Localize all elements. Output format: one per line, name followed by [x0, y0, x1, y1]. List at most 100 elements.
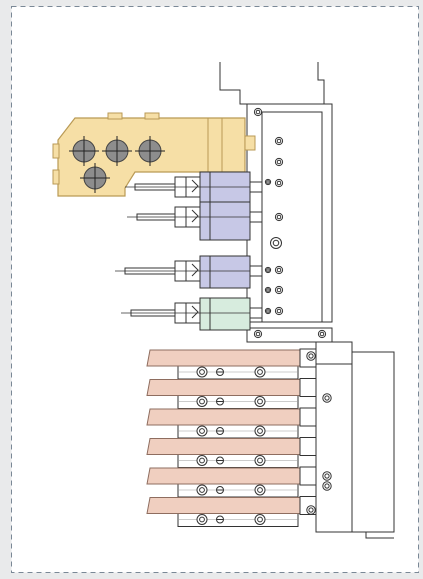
- screw-socket: [266, 288, 270, 292]
- clamp-block: [52, 112, 256, 197]
- tool-holder-hex: [191, 209, 199, 223]
- screw-socket: [272, 239, 280, 247]
- clamp-bolt-hole: [135, 136, 165, 166]
- tool-plate-screw-socket: [257, 428, 263, 434]
- tool-plate-screw-head: [254, 484, 266, 496]
- tool-plate-screw-head: [196, 366, 208, 378]
- tool-plate-screw: [254, 455, 266, 466]
- tool-plate-5: [146, 466, 317, 498]
- screw-socket: [255, 331, 261, 337]
- screw-socket: [266, 268, 270, 272]
- tool-plate-pin: [216, 427, 224, 435]
- screw: [274, 178, 284, 188]
- screw-head: [274, 136, 284, 146]
- tool-holder-4: [121, 297, 263, 331]
- tool-plate-screw-socket: [257, 369, 263, 375]
- tool-plate-screw-head: [254, 425, 266, 437]
- tool-holder-body: [199, 201, 251, 241]
- screw: [274, 212, 284, 222]
- tool-holder-body: [199, 255, 251, 289]
- tool-plate-pin: [216, 486, 224, 494]
- screw: [264, 178, 272, 186]
- screw: [274, 306, 284, 316]
- tool-plates: [146, 348, 332, 527]
- tool-plate-screw: [254, 425, 266, 437]
- screw-socket: [266, 180, 270, 184]
- tool-plate-6: [146, 496, 317, 527]
- tool-plate-screw: [196, 514, 208, 525]
- screw-head: [253, 329, 263, 339]
- tool-plate-screw-head: [254, 455, 266, 466]
- screw-socket: [308, 507, 314, 513]
- tool-plate-body: [146, 438, 303, 455]
- clamp-bolt-hole: [69, 136, 99, 166]
- tool-plate-bracket: [299, 378, 317, 397]
- tool-holder-3: [115, 255, 263, 289]
- screw-head: [274, 178, 284, 188]
- tool-plate-screw-socket: [199, 457, 205, 464]
- tool-plate-4: [146, 437, 317, 468]
- tool-plate-screw-socket: [199, 516, 205, 523]
- screw: [270, 237, 282, 249]
- tool-plate-screw: [254, 484, 266, 496]
- tool-plate-screw-socket: [257, 516, 263, 523]
- screw: [274, 157, 284, 167]
- tool-plate-bar: [177, 395, 299, 409]
- clamp-bolt-holes: [69, 136, 165, 193]
- tool-plate-screw: [196, 396, 208, 407]
- screw-socket: [276, 287, 282, 293]
- screw-head: [264, 178, 272, 186]
- tool-plate-screw-head: [196, 425, 208, 437]
- tool-plate-screw-head: [254, 514, 266, 525]
- screw-head: [274, 265, 284, 275]
- tool-plate-screw-head: [196, 396, 208, 407]
- screw-socket: [276, 214, 282, 220]
- screw: [317, 329, 327, 339]
- screw: [274, 265, 284, 275]
- tool-plate-bar: [177, 483, 299, 498]
- tool-holder-2: [127, 201, 263, 241]
- tool-holder-hex: [191, 305, 199, 319]
- tool-plate-screw-socket: [199, 487, 205, 493]
- screw: [264, 286, 272, 294]
- tool-plate-pin: [216, 397, 224, 406]
- tool-plate-bar: [177, 365, 299, 380]
- screw-socket: [276, 180, 282, 186]
- tool-plate-screw-socket: [199, 398, 205, 405]
- tool-holder-hex: [191, 263, 199, 277]
- screw: [306, 351, 316, 361]
- clamp-bolt-hole: [80, 163, 110, 193]
- tool-plate-screw: [196, 484, 208, 496]
- screw-head: [274, 306, 284, 316]
- screw-socket: [308, 353, 314, 359]
- screw-head: [306, 351, 316, 361]
- screw-socket: [276, 138, 282, 144]
- clamp-bolt-hole: [102, 136, 132, 166]
- screw-head: [322, 471, 332, 481]
- tool-plate-bracket: [299, 466, 317, 486]
- screw-head: [274, 157, 284, 167]
- tool-plate-screw: [254, 396, 266, 407]
- tool-plate-pin: [216, 515, 224, 524]
- screw: [274, 285, 284, 295]
- screw-head: [253, 107, 263, 117]
- tool-plate-bracket: [299, 437, 317, 456]
- screw-head: [274, 285, 284, 295]
- screw: [274, 136, 284, 146]
- screw-head: [322, 393, 332, 403]
- tool-plate-screw: [196, 366, 208, 378]
- screw: [253, 329, 263, 339]
- tool-plate-screw-socket: [199, 369, 205, 375]
- tool-plate-bracket: [299, 407, 317, 427]
- tool-holder-hex: [191, 179, 199, 193]
- tool-plate-screw-head: [254, 366, 266, 378]
- tool-holder-body: [199, 297, 251, 331]
- screw-head: [270, 237, 282, 249]
- screw: [253, 107, 263, 117]
- screw: [322, 393, 332, 403]
- tool-plate-1: [146, 348, 317, 380]
- screw-head: [264, 286, 272, 294]
- tool-plate-bar: [177, 424, 299, 439]
- tool-plate-screw-socket: [257, 457, 263, 464]
